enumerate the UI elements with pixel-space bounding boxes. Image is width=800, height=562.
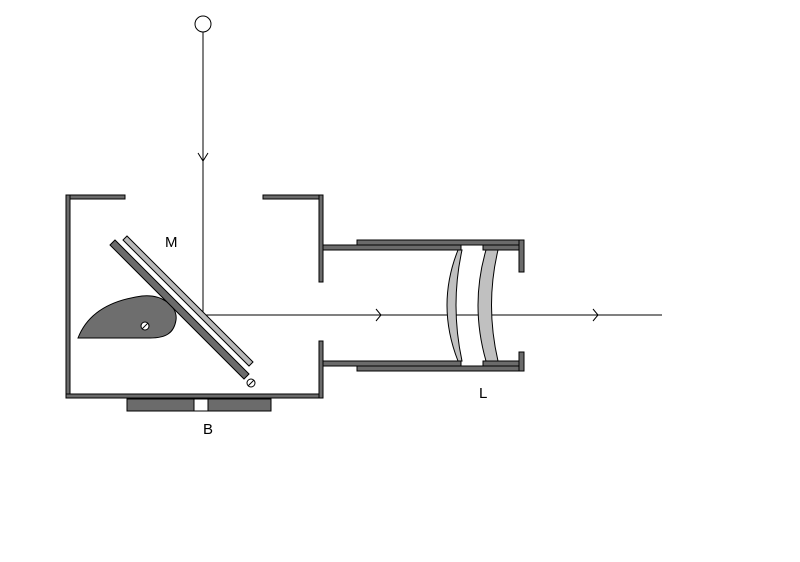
label-base: B	[203, 421, 213, 438]
box-bottom-wall	[65, 393, 324, 399]
tube-bottom-outer	[356, 365, 525, 372]
vertical-ray-arrow	[197, 152, 209, 162]
box-top-left-wall	[65, 194, 126, 200]
label-lens: L	[479, 385, 487, 402]
cam-pivot-slash	[141, 322, 149, 330]
mirror-back	[122, 235, 254, 367]
camera-box	[65, 194, 324, 399]
tube-bottom-right-lip	[518, 351, 525, 372]
lens-assembly	[446, 249, 499, 362]
box-top-right-wall	[262, 194, 324, 200]
convex-lens	[446, 249, 463, 362]
base-slot	[193, 398, 209, 412]
box-right-wall-lower	[318, 340, 324, 399]
cam-shape	[77, 295, 177, 339]
lens-tube	[322, 239, 525, 372]
concave-lens	[477, 249, 499, 362]
light-source-circle	[194, 15, 212, 33]
box-right-wall-upper	[318, 194, 324, 283]
tube-top-right-lip	[518, 239, 525, 273]
incoming-ray	[194, 15, 212, 315]
mirror-assembly	[109, 235, 256, 388]
tube-bottom-inner	[322, 360, 462, 367]
mirror-front	[109, 239, 250, 380]
mirror-hinge-slash	[247, 379, 255, 387]
tube-bottom-inner-right	[482, 360, 520, 367]
tube-top-inner-right	[482, 244, 520, 251]
cam-assembly	[77, 295, 177, 339]
tube-top-outer	[356, 239, 525, 246]
horizontal-ray-arrow-1	[375, 308, 382, 322]
base-plate	[126, 398, 272, 412]
outgoing-ray	[203, 308, 662, 322]
label-mirror: M	[165, 234, 178, 251]
box-left-wall	[65, 194, 71, 399]
tube-top-inner	[322, 244, 462, 251]
horizontal-ray-arrow-2	[592, 308, 599, 322]
